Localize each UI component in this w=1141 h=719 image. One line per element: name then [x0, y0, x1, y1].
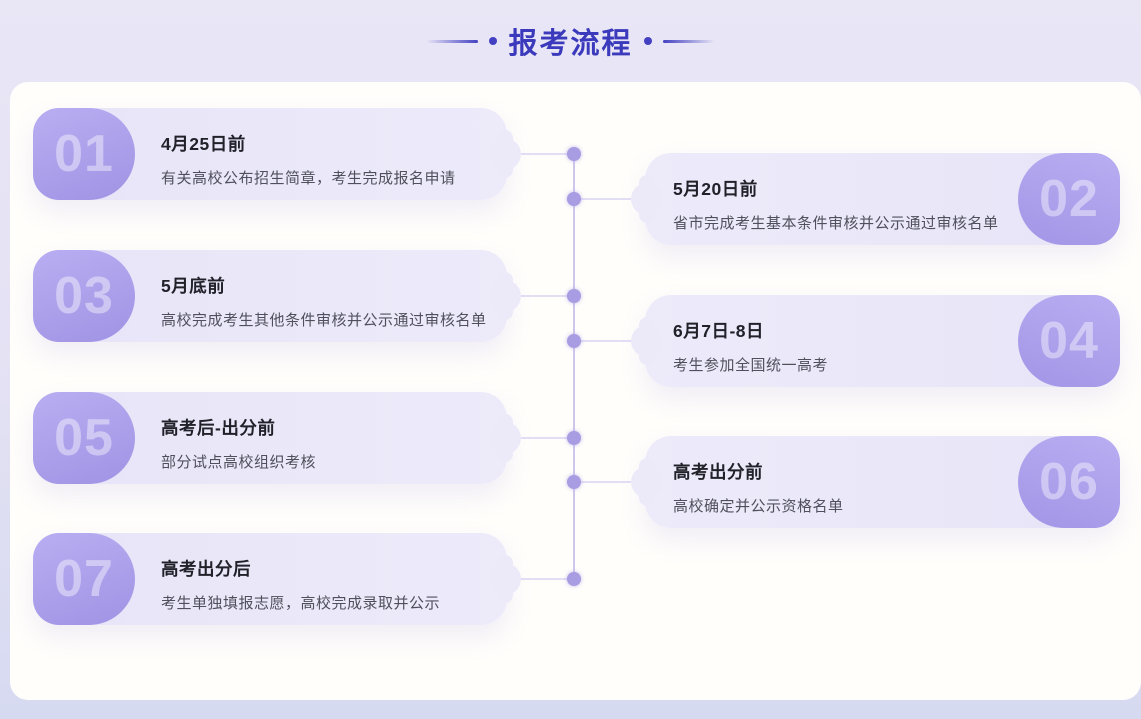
step-description: 部分试点高校组织考核	[161, 454, 317, 471]
step-description: 高校完成考生其他条件审核并公示通过审核名单	[161, 312, 487, 329]
step-number-badge: 07	[33, 533, 135, 625]
step-content: 高考后-出分前 部分试点高校组织考核	[161, 415, 487, 472]
step-number-badge: 01	[33, 108, 135, 200]
step-number-badge: 03	[33, 250, 135, 342]
connector-line-5	[505, 437, 574, 439]
section-header: 报考流程	[0, 0, 1141, 82]
connector-line-2	[574, 198, 646, 200]
header-decor-dot-left	[489, 37, 498, 45]
step-content: 6月7日-8日 考生参加全国统一高考	[673, 318, 988, 375]
timeline-dot-5	[567, 431, 581, 445]
step-card-7: 07 高考出分后 考生单独填报志愿，高校完成录取并公示	[33, 533, 521, 625]
connector-line-4	[574, 340, 646, 342]
step-card-4: 04 6月7日-8日 考生参加全国统一高考	[631, 295, 1120, 387]
timeline-dot-1	[567, 147, 581, 161]
timeline-dot-7	[567, 572, 581, 586]
timeline-dot-2	[567, 192, 581, 206]
step-description: 高校确定并公示资格名单	[673, 498, 844, 515]
header-decor-line-left	[426, 39, 479, 43]
step-number-badge: 04	[1018, 295, 1120, 387]
step-content: 4月25日前 有关高校公布招生简章，考生完成报名申请	[161, 131, 487, 188]
step-number: 03	[54, 267, 114, 325]
page: 报考流程 01 4月25日前 有关高校公布招生简章，考生完成报名申请 02	[0, 0, 1141, 700]
step-date: 5月20日前	[673, 179, 758, 199]
step-date: 高考后-出分前	[161, 418, 276, 438]
step-content: 高考出分后 考生单独填报志愿，高校完成录取并公示	[161, 556, 487, 613]
step-number: 05	[54, 409, 114, 467]
page-title: 报考流程	[508, 28, 633, 60]
step-card-5: 05 高考后-出分前 部分试点高校组织考核	[33, 392, 521, 484]
step-number: 07	[54, 550, 114, 608]
step-card-2: 02 5月20日前 省市完成考生基本条件审核并公示通过审核名单	[631, 153, 1120, 245]
flow-panel: 01 4月25日前 有关高校公布招生简章，考生完成报名申请 02 5月20日前 …	[10, 82, 1141, 700]
step-card-6: 06 高考出分前 高校确定并公示资格名单	[631, 436, 1120, 528]
step-number: 06	[1039, 453, 1099, 511]
step-card-1: 01 4月25日前 有关高校公布招生简章，考生完成报名申请	[33, 108, 521, 200]
step-date: 5月底前	[161, 276, 226, 296]
step-date: 4月25日前	[161, 134, 246, 154]
step-number-badge: 05	[33, 392, 135, 484]
timeline-dot-4	[567, 334, 581, 348]
step-description: 有关高校公布招生简章，考生完成报名申请	[161, 170, 456, 187]
step-content: 5月20日前 省市完成考生基本条件审核并公示通过审核名单	[673, 176, 999, 233]
step-number: 01	[54, 125, 114, 183]
connector-line-3	[505, 295, 574, 297]
step-card-3: 03 5月底前 高校完成考生其他条件审核并公示通过审核名单	[33, 250, 521, 342]
connector-line-7	[505, 578, 574, 580]
header-decor-line-right	[662, 39, 715, 43]
step-date: 高考出分后	[161, 559, 251, 579]
connector-line-6	[574, 481, 646, 483]
step-number-badge: 02	[1018, 153, 1120, 245]
connector-line-1	[505, 153, 574, 155]
step-number: 04	[1039, 312, 1099, 370]
header-decor-dot-right	[643, 37, 652, 45]
step-content: 高考出分前 高校确定并公示资格名单	[673, 459, 988, 516]
step-description: 考生参加全国统一高考	[673, 357, 829, 374]
timeline-dot-3	[567, 289, 581, 303]
timeline-dot-6	[567, 475, 581, 489]
step-content: 5月底前 高校完成考生其他条件审核并公示通过审核名单	[161, 273, 487, 330]
step-date: 高考出分前	[673, 462, 763, 482]
step-number-badge: 06	[1018, 436, 1120, 528]
step-description: 考生单独填报志愿，高校完成录取并公示	[161, 595, 441, 612]
step-description: 省市完成考生基本条件审核并公示通过审核名单	[673, 215, 999, 232]
step-date: 6月7日-8日	[673, 321, 765, 341]
step-number: 02	[1039, 170, 1099, 228]
timeline-line	[573, 154, 575, 580]
